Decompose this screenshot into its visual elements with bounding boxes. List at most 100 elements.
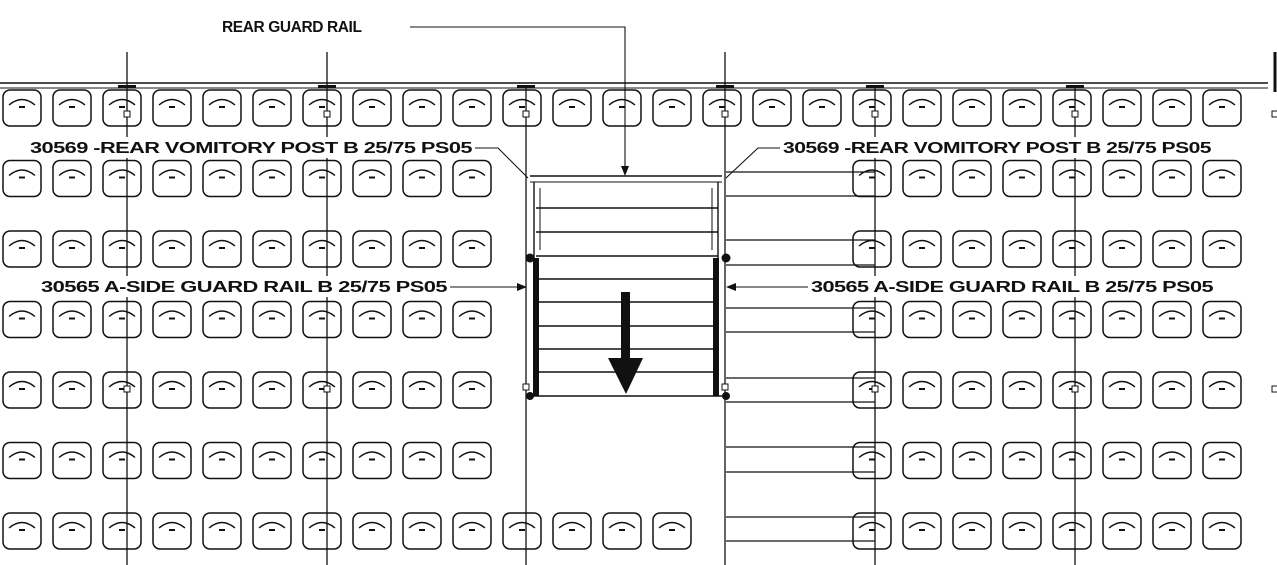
connector-square bbox=[323, 110, 331, 118]
seat-icon bbox=[352, 512, 392, 550]
seat-icon bbox=[1202, 300, 1242, 339]
seat-icon bbox=[1002, 159, 1042, 198]
connector-square bbox=[871, 110, 879, 118]
seat-icon bbox=[102, 159, 142, 198]
seat-icon bbox=[752, 89, 792, 127]
seat-icon bbox=[452, 230, 492, 268]
seat-icon bbox=[1152, 371, 1192, 409]
seat-icon bbox=[952, 159, 992, 198]
seat-icon bbox=[1202, 159, 1242, 198]
seat-icon bbox=[852, 89, 892, 127]
seat-icon bbox=[902, 441, 942, 480]
side-steps bbox=[726, 171, 875, 542]
seat-icon bbox=[202, 159, 242, 198]
seat-icon bbox=[152, 371, 192, 409]
label-a-side-guard-rail-left: 30565 A-SIDE GUARD RAIL B 25/75 PS05 bbox=[41, 279, 448, 296]
seat-icon bbox=[1052, 230, 1092, 268]
seat-icon bbox=[102, 512, 142, 550]
connector-square bbox=[323, 385, 331, 393]
seat-icon bbox=[352, 300, 392, 339]
seat-icon bbox=[1152, 89, 1192, 127]
seat-icon bbox=[202, 230, 242, 268]
seat-icon bbox=[152, 89, 192, 127]
seat-icon bbox=[202, 441, 242, 480]
seat-icon bbox=[702, 89, 742, 127]
label-mask bbox=[222, 16, 408, 36]
label-rear-vomitory-post-left: 30569 -REAR VOMITORY POST B 25/75 PS05 bbox=[30, 140, 473, 157]
seat-icon bbox=[102, 371, 142, 409]
seat-icon bbox=[852, 300, 892, 339]
label-mask bbox=[782, 137, 1212, 158]
seat-icon bbox=[1152, 441, 1192, 480]
seat-icon bbox=[2, 159, 42, 198]
seat-icon bbox=[852, 230, 892, 268]
seat-icon bbox=[1052, 89, 1092, 127]
seat-icon bbox=[402, 441, 442, 480]
seat-icon bbox=[1202, 89, 1242, 127]
seat-icon bbox=[1052, 300, 1092, 339]
connector-square bbox=[1271, 110, 1277, 118]
rail-post-cap bbox=[721, 253, 731, 263]
seat-icon bbox=[1202, 512, 1242, 550]
connector-square bbox=[871, 385, 879, 393]
label-a-side-guard-rail-right: 30565 A-SIDE GUARD RAIL B 25/75 PS05 bbox=[811, 279, 1214, 296]
seat-icon bbox=[452, 89, 492, 127]
connector-square bbox=[522, 383, 530, 391]
seat-icon bbox=[52, 230, 92, 268]
seat-icon bbox=[952, 371, 992, 409]
seat-icon bbox=[2, 89, 42, 127]
seat-icon bbox=[1052, 159, 1092, 198]
seat-icon bbox=[152, 230, 192, 268]
down-arrow-icon bbox=[621, 292, 630, 362]
seat-icon bbox=[652, 89, 692, 127]
seat-icon bbox=[402, 371, 442, 409]
edge-tick bbox=[517, 85, 535, 88]
seat-icon bbox=[952, 300, 992, 339]
seat-icon bbox=[252, 230, 292, 268]
seat-icon bbox=[302, 159, 342, 198]
rail-post-cap bbox=[722, 392, 730, 400]
seat-icon bbox=[252, 371, 292, 409]
connector-square bbox=[123, 385, 131, 393]
seat-icon bbox=[402, 512, 442, 550]
label-mask bbox=[40, 276, 448, 297]
label-mask bbox=[30, 137, 474, 158]
seat-icon bbox=[2, 371, 42, 409]
seat-icon bbox=[2, 230, 42, 268]
seat-icon bbox=[302, 230, 342, 268]
seat-icon bbox=[802, 89, 842, 127]
seat-icon bbox=[302, 371, 342, 409]
seat-icon bbox=[952, 441, 992, 480]
seat-icon bbox=[302, 441, 342, 480]
seat-icon bbox=[1152, 230, 1192, 268]
seat-icon bbox=[352, 159, 392, 198]
seat-icon bbox=[902, 89, 942, 127]
seat-icon bbox=[1102, 441, 1142, 480]
edge-tick bbox=[1066, 85, 1084, 88]
seat-icon bbox=[902, 159, 942, 198]
connector-square bbox=[1271, 385, 1277, 393]
seat-icon bbox=[452, 371, 492, 409]
connector-square bbox=[123, 110, 131, 118]
seat-icon bbox=[1102, 230, 1142, 268]
seat-icon bbox=[402, 159, 442, 198]
leader-arrowhead bbox=[726, 283, 736, 291]
seat-icon bbox=[1002, 300, 1042, 339]
seat-icon bbox=[1152, 512, 1192, 550]
seat-icon bbox=[1202, 371, 1242, 409]
seat-icon bbox=[402, 230, 442, 268]
seat-icon bbox=[452, 512, 492, 550]
seat-icon bbox=[952, 230, 992, 268]
seat-icon bbox=[2, 300, 42, 339]
edge-tick bbox=[866, 85, 884, 88]
seat-icon bbox=[202, 371, 242, 409]
seat-icon bbox=[602, 512, 642, 550]
seat-icon bbox=[952, 89, 992, 127]
leader-vomitory-post-right bbox=[725, 147, 780, 179]
seat-icon bbox=[1002, 441, 1042, 480]
annotation-labels: REAR GUARD RAIL 30569 -REAR VOMITORY POS… bbox=[30, 16, 1214, 297]
seat-icon bbox=[102, 89, 142, 127]
down-arrow-head-icon bbox=[608, 358, 643, 394]
